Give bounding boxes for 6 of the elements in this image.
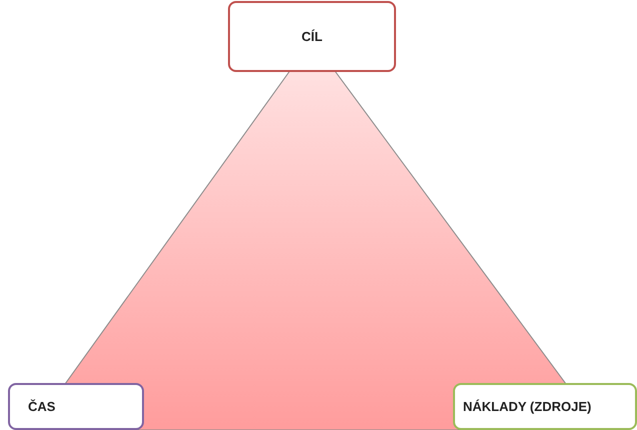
label-box (8, 383, 144, 430)
node-label: NÁKLADY (ZDROJE) (463, 399, 592, 414)
label-box (228, 1, 396, 72)
node-label: ČAS (28, 399, 56, 414)
label-box (453, 383, 637, 430)
node-label: CÍL (302, 29, 322, 44)
